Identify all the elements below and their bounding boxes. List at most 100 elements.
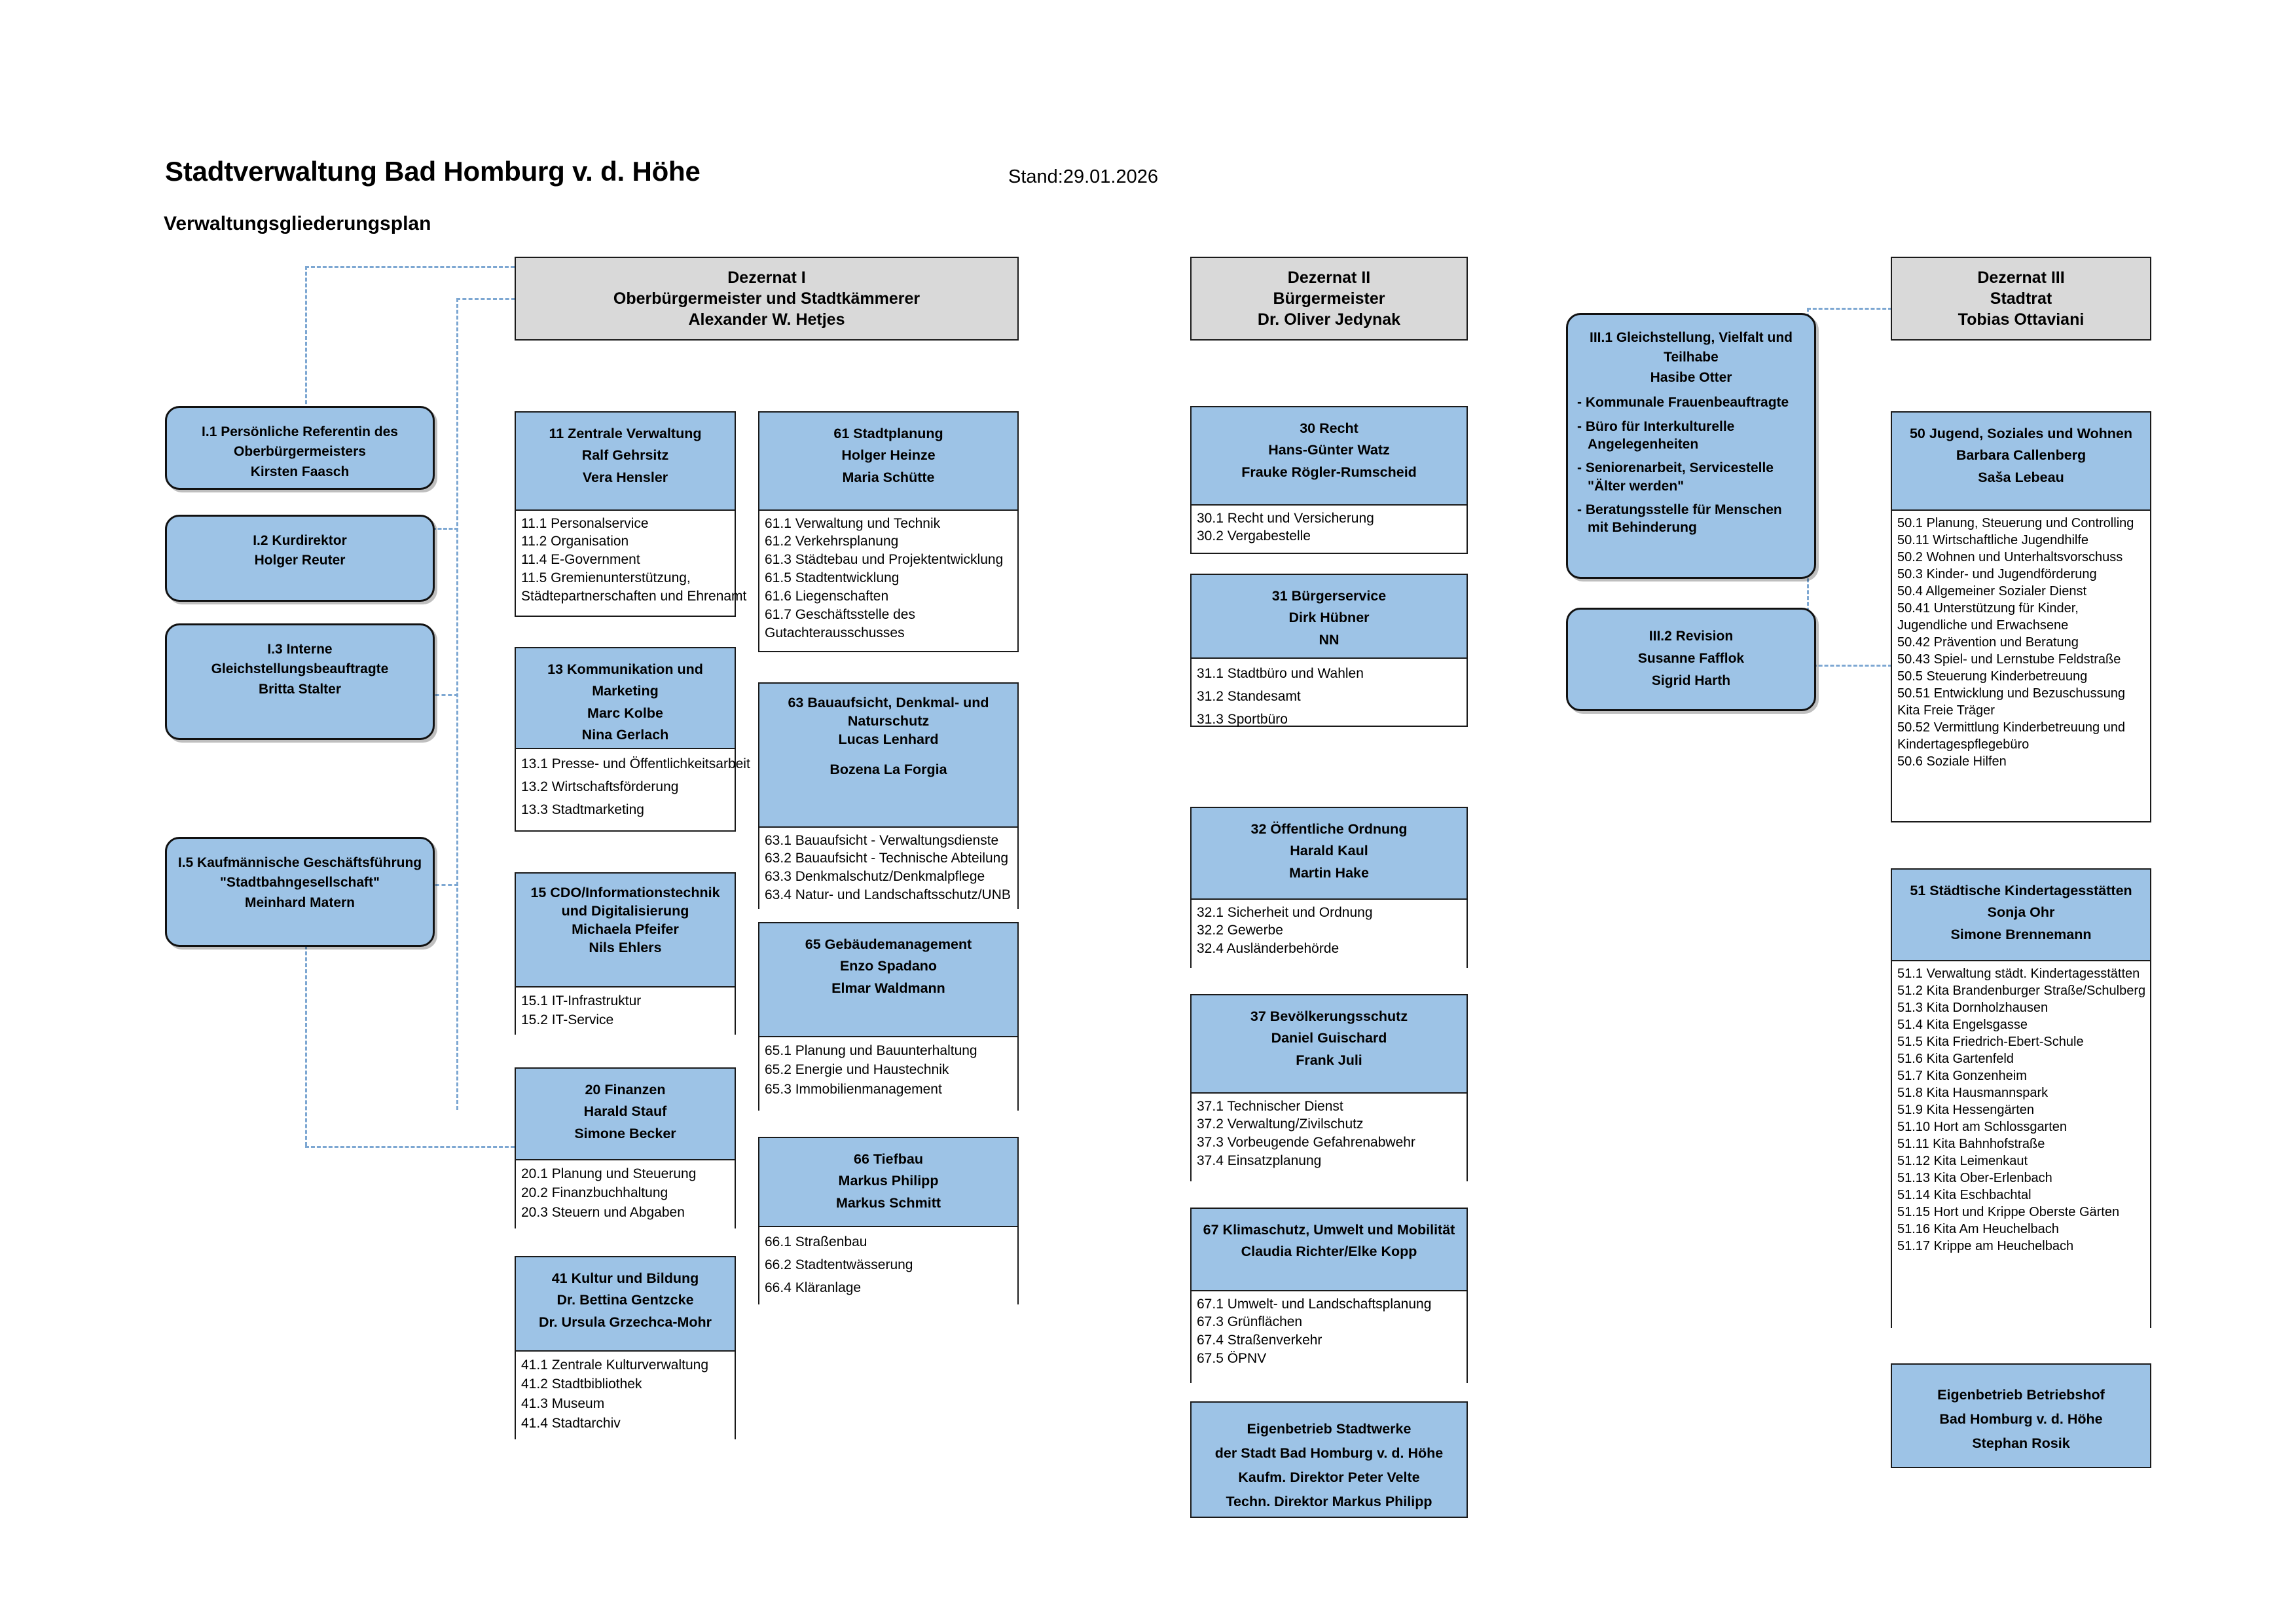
- unit-31[interactable]: 31 Bürgerservice Dirk Hübner NN 31.1 Sta…: [1190, 574, 1468, 727]
- unit-51[interactable]: 51 Städtische Kindertagesstätten Sonja O…: [1891, 868, 2151, 1328]
- list-item: 20.3 Steuern und Abgaben: [521, 1205, 685, 1221]
- spacer: [765, 749, 1012, 761]
- unit-person: Michaela Pfeifer: [572, 921, 679, 937]
- list-item: 51.14 Kita Eschbachtal: [1897, 1187, 2032, 1202]
- unit-title: 32 Öffentliche Ordnung: [1250, 821, 1408, 837]
- list-item: 51.9 Kita Hessengärten: [1897, 1102, 2035, 1117]
- staff-unit-line: III.2 Revision: [1649, 629, 1734, 644]
- unit-person: Daniel Guischard: [1271, 1030, 1387, 1046]
- staff-unit-line: Kirsten Faasch: [250, 464, 350, 479]
- connector-line: [1807, 308, 1892, 310]
- list-item: 11.2 Organisation: [521, 534, 629, 549]
- unit-20[interactable]: 20 Finanzen Harald Stauf Simone Becker 2…: [515, 1067, 736, 1230]
- staff-unit-i5[interactable]: I.5 Kaufmännische Geschäftsführung "Stad…: [165, 837, 435, 947]
- unit-person: Lucas Lenhard: [838, 731, 939, 747]
- unit-title: 30 Recht: [1300, 420, 1358, 436]
- bullet-item: - Beratungsstelle für Menschen mit Behin…: [1577, 502, 1782, 536]
- list-item: 63.1 Bauaufsicht - Verwaltungsdienste: [765, 832, 999, 848]
- staff-unit-i2[interactable]: I.2 Kurdirektor Holger Reuter: [165, 515, 435, 602]
- list-item: 61.2 Verkehrsplanung: [765, 534, 899, 549]
- list-item: 31.3 Sportbüro: [1197, 711, 1288, 727]
- list-item: 67.1 Umwelt- und Landschaftsplanung: [1197, 1296, 1432, 1312]
- list-item: 50.6 Soziale Hilfen: [1897, 754, 2007, 769]
- dezernat-1-header[interactable]: Dezernat I Oberbürgermeister und Stadtkä…: [515, 257, 1019, 341]
- date-stamp: Stand:29.01.2026: [1008, 166, 1158, 187]
- list-item: 67.3 Grünflächen: [1197, 1314, 1303, 1330]
- list-item: 63.4 Natur- und Landschaftsschutz/UNB: [765, 887, 1011, 903]
- list-item: 66.4 Kläranlage: [765, 1280, 862, 1295]
- unit-person: Markus Schmitt: [835, 1194, 941, 1211]
- unit-41[interactable]: 41 Kultur und Bildung Dr. Bettina Gentzc…: [515, 1256, 736, 1441]
- dezernat-3-header[interactable]: Dezernat III Stadtrat Tobias Ottaviani: [1891, 257, 2151, 341]
- list-item: Jugendliche und Erwachsene: [1897, 618, 2069, 633]
- dezernat-2-role: Bürgermeister: [1273, 289, 1385, 308]
- staff-unit-i1[interactable]: I.1 Persönliche Referentin des Oberbürge…: [165, 406, 435, 490]
- unit-32[interactable]: 32 Öffentliche Ordnung Harald Kaul Marti…: [1190, 807, 1468, 969]
- eigenbetrieb-stadtwerke[interactable]: Eigenbetrieb Stadtwerke der Stadt Bad Ho…: [1190, 1401, 1468, 1518]
- unit-13[interactable]: 13 Kommunikation und Marketing Marc Kolb…: [515, 647, 750, 832]
- unit-37[interactable]: 37 Bevölkerungsschutz Daniel Guischard F…: [1190, 994, 1468, 1183]
- unit-person: Enzo Spadano: [839, 958, 938, 974]
- list-item: 50.41 Unterstützung für Kinder,: [1897, 600, 2079, 616]
- unit-person: Frauke Rögler-Rumscheid: [1241, 464, 1417, 480]
- unit-person: NN: [1319, 631, 1339, 648]
- unit-title: 31 Bürgerservice: [1271, 588, 1387, 604]
- list-item: Gutachterausschusses: [765, 625, 905, 640]
- list-item: 37.4 Einsatzplanung: [1197, 1153, 1322, 1169]
- list-item: 61.1 Verwaltung und Technik: [765, 515, 941, 531]
- dezernat-2-header[interactable]: Dezernat II Bürgermeister Dr. Oliver Jed…: [1190, 257, 1468, 341]
- unit-11[interactable]: 11 Zentrale Verwaltung Ralf Gehrsitz Ver…: [515, 411, 746, 617]
- list-item: 37.1 Technischer Dienst: [1197, 1098, 1343, 1114]
- staff-unit-line: Sigrid Harth: [1651, 673, 1731, 689]
- list-item: 51.16 Kita Am Heuchelbach: [1897, 1221, 2059, 1236]
- staff-unit-line: I.1 Persönliche Referentin des: [202, 424, 398, 439]
- list-item: 50.42 Prävention und Beratung: [1897, 635, 2079, 650]
- list-item: Kindertagespflegebüro: [1897, 737, 2030, 752]
- list-item: 50.2 Wohnen und Unterhaltsvorschuss: [1897, 549, 2123, 564]
- unit-person: Markus Philipp: [838, 1173, 939, 1189]
- unit-person: Martin Hake: [1289, 864, 1369, 881]
- unit-title: 41 Kultur und Bildung: [551, 1270, 699, 1286]
- unit-63[interactable]: 63 Bauaufsicht, Denkmal- und Naturschutz…: [758, 682, 1019, 910]
- list-item: 66.1 Straßenbau: [765, 1234, 867, 1249]
- dezernat-3-title: Dezernat III: [1977, 268, 2065, 287]
- list-item: 51.13 Kita Ober-Erlenbach: [1897, 1170, 2052, 1185]
- list-item: 61.5 Stadtentwicklung: [765, 570, 900, 586]
- eigenbetrieb-betriebshof[interactable]: Eigenbetrieb Betriebshof Bad Homburg v. …: [1891, 1363, 2151, 1468]
- unit-person: Vera Hensler: [582, 469, 668, 485]
- bullet-item: - Seniorenarbeit, Servicestelle "Älter w…: [1577, 460, 1774, 494]
- unit-65[interactable]: 65 Gebäudemanagement Enzo Spadano Elmar …: [758, 922, 1019, 1112]
- unit-66[interactable]: 66 Tiefbau Markus Philipp Markus Schmitt…: [758, 1137, 1019, 1306]
- unit-person: Bozena La Forgia: [829, 761, 947, 777]
- unit-30[interactable]: 30 Recht Hans-Günter Watz Frauke Rögler-…: [1190, 406, 1468, 554]
- list-item: 51.15 Hort und Krippe Oberste Gärten: [1897, 1204, 2120, 1219]
- unit-person: Harald Kaul: [1290, 843, 1368, 859]
- bullet-item: - Kommunale Frauenbeauftragte: [1577, 395, 1789, 411]
- staff-unit-i3[interactable]: I.3 Interne Gleichstellungsbeauftragte B…: [165, 623, 435, 740]
- unit-67[interactable]: 67 Klimaschutz, Umwelt und Mobilität Cla…: [1190, 1208, 1468, 1384]
- unit-title: 11 Zentrale Verwaltung: [549, 426, 702, 441]
- staff-unit-line: Susanne Fafflok: [1637, 651, 1745, 667]
- staff-unit-line: Oberbürgermeisters: [234, 444, 366, 460]
- staff-unit-iii2[interactable]: III.2 Revision Susanne Fafflok Sigrid Ha…: [1566, 608, 1816, 711]
- list-item: 15.2 IT-Service: [521, 1012, 614, 1028]
- list-item: 61.7 Geschäftsstelle des: [765, 606, 915, 622]
- list-item: 32.4 Ausländerbehörde: [1197, 941, 1339, 957]
- unit-person: Harald Stauf: [583, 1103, 667, 1120]
- unit-person: Dirk Hübner: [1288, 610, 1370, 626]
- list-item: 37.3 Vorbeugende Gefahrenabwehr: [1197, 1135, 1415, 1151]
- unit-person: Saša Lebeau: [1978, 469, 2064, 485]
- unit-50[interactable]: 50 Jugend, Soziales und Wohnen Barbara C…: [1891, 411, 2151, 822]
- list-item: 51.10 Hort am Schlossgarten: [1897, 1119, 2068, 1134]
- unit-61[interactable]: 61 Stadtplanung Holger Heinze Maria Schü…: [758, 411, 1019, 652]
- list-item: 51.8 Kita Hausmannspark: [1897, 1085, 2049, 1100]
- unit-title: 51 Städtische Kindertagesstätten: [1910, 883, 2132, 898]
- staff-unit-iii1[interactable]: III.1 Gleichstellung, Vielfalt und Teilh…: [1566, 313, 1816, 579]
- eigenbetrieb-line: der Stadt Bad Homburg v. d. Höhe: [1214, 1445, 1444, 1461]
- unit-15[interactable]: 15 CDO/Informationstechnik und Digitalis…: [515, 872, 736, 1036]
- list-item: 41.1 Zentrale Kulturverwaltung: [521, 1357, 708, 1373]
- list-item: 67.5 ÖPNV: [1197, 1351, 1267, 1367]
- connector-line: [305, 1146, 515, 1148]
- unit-person: Simone Brennemann: [1950, 926, 2092, 942]
